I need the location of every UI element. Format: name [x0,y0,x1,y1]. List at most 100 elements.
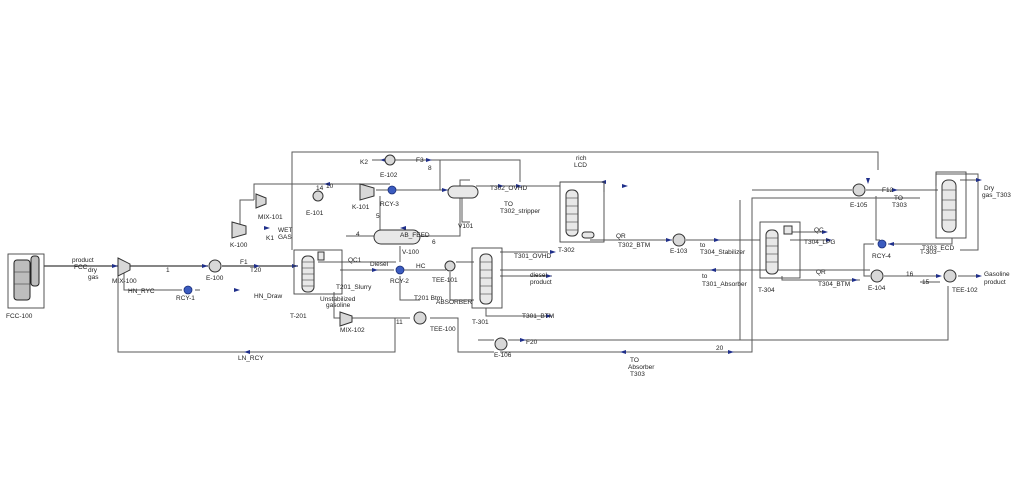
label-rcy-4: RCY-4 [872,253,891,260]
label-v-100: V-100 [402,249,419,256]
label-diesel-product: diesel [530,272,548,279]
label-e-106: E-106 [494,352,512,359]
t-201-main-fractionator [293,249,343,295]
e-100-heater [208,259,222,273]
label-stream-5: 5 [376,213,380,220]
v-100-vessel [373,229,421,245]
label-stream-10: 10 [326,183,334,190]
e-105-cooler [852,183,866,197]
label-qr: QR [616,233,626,240]
label-t304-stabilizer: T304_Stabilizer [700,249,746,256]
t-302-stripper [559,181,605,243]
label-t301-ovhd: T301_OVHD [514,253,552,260]
label-stream-11: 11 [396,319,403,326]
label-hc: HC [416,263,426,270]
label-to-absorber-t303-2: Absorber [628,364,655,371]
label-fcc-100: FCC-100 [6,313,33,320]
label-e-105: E-105 [850,202,868,209]
label-stream-8: 8 [428,165,432,172]
stream-v101-down [461,198,470,223]
label-t303-ecd: T303_ECD [922,245,954,252]
label-fcc: FCC [74,264,88,271]
label-e-102: E-102 [380,172,398,179]
label-to-absorber-t303: TO [630,357,639,364]
stream-v100-to-t301 [418,179,470,237]
label-k-101: K-101 [352,204,370,211]
stream-rich-lcd [440,159,521,182]
label-tee-101: TEE-101 [432,277,458,284]
t-304-stabilizer [759,221,801,279]
mix-101-mixer [255,193,267,209]
rcy-1-recycle [183,285,193,295]
label-t20: T20 [250,267,262,274]
label-dry-gas: dry [88,267,98,274]
label-hn-ryc: HN_RYC [128,288,155,295]
v101-vessel [447,185,479,199]
label-rcy-2: RCY-2 [390,278,409,285]
label-unstabilized: Unstabilized [320,296,356,303]
label-stream-15: 15 [922,279,930,286]
label-to-t302-stripper: T302_stripper [500,208,541,215]
label-k1: K1 [266,235,274,242]
label-gasoline-product: Gasoline [984,271,1010,278]
label-ab-feed: AB_FEED [400,232,430,239]
label-t301-absorber: T301_Absorber [702,281,748,288]
label-gasoline-product-2: product [984,279,1006,286]
label-qc1: QC1 [348,257,362,264]
stream-t303-ecd [888,238,953,245]
label-t302-btm: T302_BTM [618,242,650,249]
label-tee-102: TEE-102 [952,287,978,294]
stream-rcy4-loop [875,196,880,241]
stream-slurry [333,292,340,319]
stream-tee100-out [430,317,494,353]
label-t301-btm: T301_BTM [522,313,554,320]
e-106-cooler [494,337,508,351]
stream-20 [500,197,920,353]
label-dry-gas-t303-2: gas_T303 [982,192,1011,199]
stream-rcy4-out [863,243,874,277]
label-to-t302: TO [504,201,513,208]
label-f20: F20 [526,339,538,346]
e-101-cooler [312,190,324,202]
t-301-absorber [471,247,503,309]
label-f12: F12 [882,187,894,194]
e-102-cooler [384,154,396,166]
label-rcy-3: RCY-3 [380,201,399,208]
label-k-100: K-100 [230,242,248,249]
label-qc: QC [814,227,824,234]
label-f3: F3 [416,157,424,164]
label-dry-gas-t303: Dry [984,185,995,192]
label-diesel-product-2: product [530,279,552,286]
label-to-t303-2: T303 [892,202,907,209]
stream-hc [399,276,420,301]
e-103-heater [672,233,686,247]
stream-tee101-down [449,272,474,301]
tee-102-splitter [943,269,957,283]
e-104-cooler [870,269,884,283]
stream-arrows [112,158,982,354]
label-wet-gas: WET [278,227,292,234]
label-e-100: E-100 [206,275,224,282]
label-to-absorber-t303-3: T303 [630,371,645,378]
label-fcc-product: product [72,257,94,264]
tee-101-splitter [444,260,456,272]
stream-t304-btm [781,276,860,281]
label-to-stabilizer: to [700,242,706,249]
label-v101: V101 [458,223,474,230]
label-qr-2: QR [816,269,826,276]
stream-k100-loop [239,199,254,228]
label-k2: K2 [360,159,368,166]
label-e-103: E-103 [670,248,688,255]
label-wet-gas-2: GAS [278,234,292,241]
label-ln-rcy: LN_RCY [238,355,264,362]
rcy-3-recycle [387,185,397,195]
label-mix-101: MIX-101 [258,214,283,221]
label-e-104: E-104 [868,285,886,292]
label-t302-ovhd: T302_OVHD [490,185,528,192]
t-303-absorber [935,171,967,239]
label-stream-20: 20 [716,345,724,352]
label-t-304: T-304 [758,287,775,294]
label-t201-btm: T201 Btm [414,295,442,302]
label-t304-lpg: T304_LPG [804,239,835,246]
stream-mix101-top [253,183,390,200]
